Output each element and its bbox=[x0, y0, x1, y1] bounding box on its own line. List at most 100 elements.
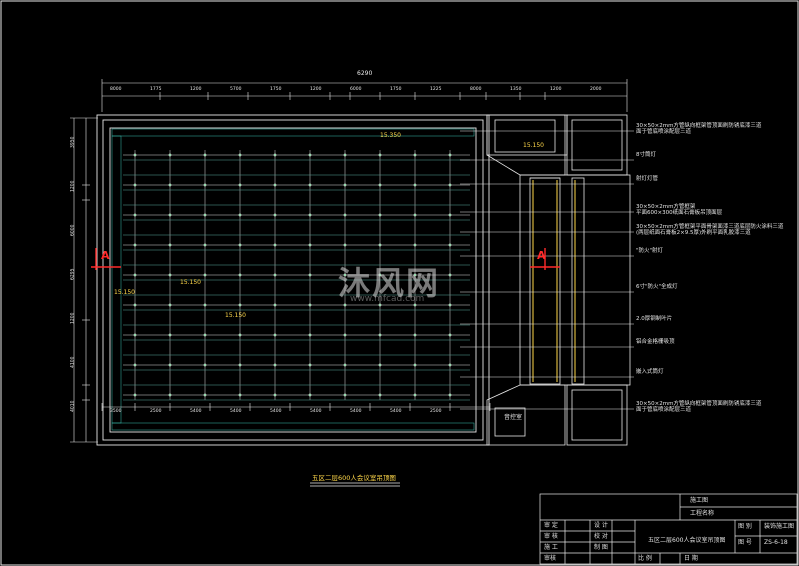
light-fixture bbox=[413, 213, 417, 217]
dimension-text: 1200 bbox=[550, 87, 562, 92]
callout-leaders bbox=[460, 130, 634, 410]
tb-drawing-no-label: 图 别 bbox=[738, 523, 752, 530]
light-fixture bbox=[378, 363, 382, 367]
light-fixture bbox=[448, 363, 452, 367]
dimension-text: 6000 bbox=[350, 87, 362, 92]
tb-row-label: 比 例 bbox=[638, 555, 652, 562]
light-fixture bbox=[133, 213, 137, 217]
dimension-text: 6000 bbox=[70, 224, 76, 236]
light-fixture bbox=[133, 153, 137, 157]
dimension-text: 1200 bbox=[190, 87, 202, 92]
dimension-text: 8000 bbox=[470, 87, 482, 92]
light-fixture bbox=[168, 273, 172, 277]
dimension-text: 2500 bbox=[430, 409, 442, 414]
elevation-label: 15.150 bbox=[114, 289, 135, 296]
light-fixture bbox=[133, 183, 137, 187]
light-fixture bbox=[448, 303, 452, 307]
main-room-outline bbox=[96, 114, 490, 446]
right-annex bbox=[486, 114, 631, 446]
light-fixture bbox=[133, 273, 137, 277]
light-fixture bbox=[238, 153, 242, 157]
callout-text: 30×50×2mm方管框架 平面600×300纸面石膏板吊顶面层 bbox=[636, 204, 723, 217]
callout-text: 8寸筒灯 bbox=[636, 152, 656, 158]
light-fixture bbox=[168, 153, 172, 157]
dimension-text: 1750 bbox=[270, 87, 282, 92]
light-fixture bbox=[203, 303, 207, 307]
light-fixture bbox=[413, 273, 417, 277]
light-fixture bbox=[448, 333, 452, 337]
dimension-text: 8000 bbox=[110, 87, 122, 92]
title-block-phase: 工程名称 bbox=[690, 510, 715, 517]
light-fixture bbox=[168, 213, 172, 217]
section-mark-right: A bbox=[537, 249, 546, 262]
callout-text: 2.0厚钢制叶片 bbox=[636, 316, 673, 322]
dimension-text: 5400 bbox=[390, 409, 402, 414]
light-fixture bbox=[343, 393, 347, 397]
light-fixture bbox=[308, 153, 312, 157]
light-fixture bbox=[413, 153, 417, 157]
section-markers bbox=[91, 248, 560, 270]
light-fixture bbox=[308, 243, 312, 247]
dimension-text: 1750 bbox=[390, 87, 402, 92]
light-fixture bbox=[203, 213, 207, 217]
tb-row-label: 制 图 bbox=[594, 544, 608, 551]
light-fixture bbox=[133, 393, 137, 397]
elevation-label: 15.350 bbox=[380, 132, 401, 139]
light-fixture bbox=[238, 333, 242, 337]
dimension-text: 2000 bbox=[590, 87, 602, 92]
ceiling-grid bbox=[123, 150, 470, 401]
callout-text: 嵌入式筒灯 bbox=[636, 369, 664, 375]
light-fixture bbox=[378, 243, 382, 247]
light-fixture bbox=[203, 243, 207, 247]
light-fixture bbox=[448, 243, 452, 247]
light-fixture bbox=[238, 273, 242, 277]
light-fixture bbox=[308, 333, 312, 337]
elevation-label: 15.150 bbox=[225, 312, 246, 319]
light-fixture bbox=[413, 393, 417, 397]
light-fixture bbox=[273, 363, 277, 367]
light-fixture bbox=[203, 393, 207, 397]
light-fixture bbox=[308, 213, 312, 217]
light-fixture bbox=[168, 393, 172, 397]
light-fixture bbox=[308, 183, 312, 187]
tb-row-label: 施 工 bbox=[544, 544, 558, 551]
drawing-title: 五区二层600人会议室吊顶图 bbox=[312, 474, 396, 482]
light-fixture bbox=[203, 273, 207, 277]
light-fixture bbox=[413, 183, 417, 187]
light-fixture bbox=[343, 333, 347, 337]
light-fixture bbox=[238, 183, 242, 187]
dimension-text: 5400 bbox=[190, 409, 202, 414]
light-fixture bbox=[378, 153, 382, 157]
callout-text: 6寸"防火"全成灯 bbox=[636, 284, 678, 290]
light-fixture bbox=[448, 213, 452, 217]
tb-row-label: 审 核 bbox=[544, 533, 558, 540]
dimension-text: 5400 bbox=[310, 409, 322, 414]
dimension-text: 5400 bbox=[230, 409, 242, 414]
dimension-text: 3500 bbox=[110, 409, 122, 414]
light-fixture bbox=[168, 243, 172, 247]
light-fixture bbox=[168, 333, 172, 337]
left-dimension-line bbox=[70, 117, 98, 443]
dimension-text: 4100 bbox=[70, 356, 76, 368]
annex-yellow-strips bbox=[532, 180, 576, 382]
overall-dimension: 6290 bbox=[357, 70, 373, 77]
tb-drawing-name: 五区二层600人会议室吊顶图 bbox=[648, 537, 726, 544]
tb-row-label: 审 定 bbox=[544, 522, 558, 529]
light-fixture bbox=[343, 243, 347, 247]
light-fixture bbox=[133, 303, 137, 307]
light-fixture bbox=[238, 303, 242, 307]
tb-row-label: 日 期 bbox=[684, 555, 698, 562]
light-fixture bbox=[133, 333, 137, 337]
light-fixture bbox=[448, 273, 452, 277]
light-fixture bbox=[203, 153, 207, 157]
light-fixture bbox=[378, 273, 382, 277]
light-fixture bbox=[413, 333, 417, 337]
light-fixture bbox=[308, 393, 312, 397]
tb-drawing-no-value: 装饰施工图 bbox=[764, 523, 795, 530]
light-fixture bbox=[378, 393, 382, 397]
light-fixture bbox=[308, 363, 312, 367]
light-fixture bbox=[133, 243, 137, 247]
callout-text: 铝合金格栅吸顶 bbox=[636, 339, 675, 345]
